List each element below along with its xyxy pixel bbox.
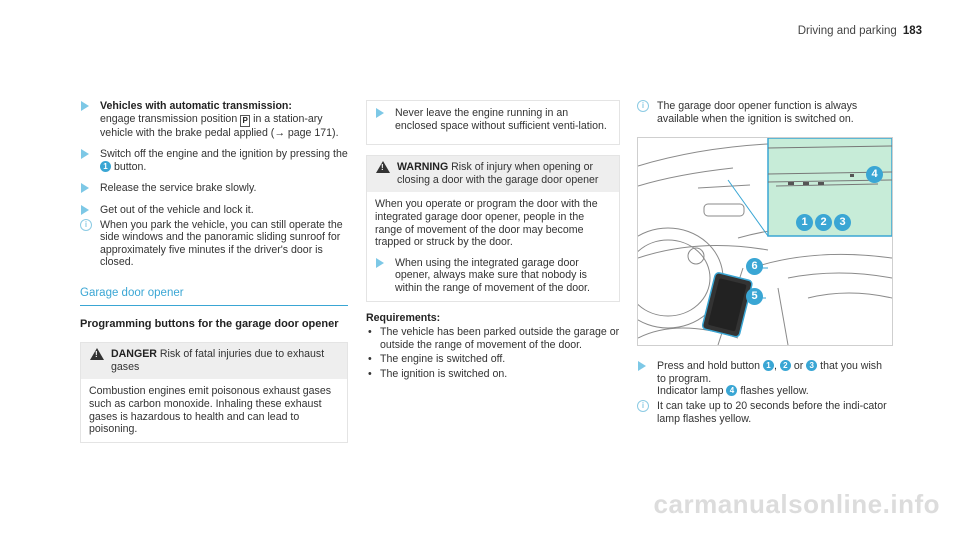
callout-6: 6: [746, 258, 763, 276]
danger-box: ! DANGER Risk of fatal injuries due to e…: [80, 342, 348, 443]
interior-illustration: [638, 138, 892, 346]
step-text: Get out of the vehicle and lock it.: [100, 203, 254, 216]
warning-header: ! WARNING Risk of injury when opening or…: [367, 156, 619, 193]
danger-header: ! DANGER Risk of fatal injuries due to e…: [81, 343, 347, 380]
callout-2: 2: [815, 214, 832, 232]
warning-label: WARNING: [397, 161, 449, 174]
step-text: or: [790, 360, 807, 373]
step-item: Switch off the engine and the ignition b…: [80, 148, 348, 173]
note-text: The garage door opener function is alway…: [657, 100, 858, 125]
note-text: When you park the vehicle, you can still…: [100, 218, 343, 269]
step-arrow-icon: [376, 257, 384, 268]
list-item: The ignition is switched on.: [366, 368, 620, 381]
column-left: Vehicles with automatic transmission: en…: [80, 100, 348, 443]
step-text: Indicator lamp: [657, 385, 727, 398]
step-text: that you wish to program.: [657, 360, 882, 385]
step-text: ,: [774, 360, 780, 373]
step-arrow-icon: [81, 183, 89, 194]
warning-text: When you operate or program the door wit…: [375, 198, 598, 249]
step-text: Switch off the engine and the ignition b…: [100, 148, 348, 161]
note-item: i When you park the vehicle, you can sti…: [80, 218, 348, 269]
step-item: Vehicles with automatic transmission: en…: [80, 100, 348, 139]
step-text: engage transmission position: [100, 112, 241, 125]
step-arrow-icon: [81, 101, 89, 111]
step-item: Press and hold button 1, 2 or 3 that you…: [637, 360, 891, 398]
callout-number: 1: [763, 360, 775, 372]
danger-label: DANGER: [111, 348, 157, 361]
step-text: in a station-ary vehicle with the brake …: [100, 112, 339, 139]
danger-heading: Risk of fatal injuries due to exhaust ga…: [111, 348, 325, 373]
page-header: Driving and parking 183: [798, 25, 922, 38]
note-text: It can take up to 20 seconds before the …: [657, 399, 887, 425]
list-item: The engine is switched off.: [366, 353, 620, 366]
step-arrow-icon: [376, 108, 384, 118]
gear-p-icon: P: [240, 114, 251, 127]
column-middle: Never leave the engine running in an enc…: [366, 100, 620, 383]
info-icon: i: [637, 100, 649, 112]
step-arrow-icon: [638, 361, 646, 372]
requirements-title: Requirements:: [366, 311, 441, 324]
sub-title: Programming buttons for the garage door …: [80, 317, 339, 330]
callout-number: 3: [806, 360, 818, 372]
step-arrow-icon: [81, 149, 89, 160]
callout-4: 4: [866, 166, 883, 184]
warning-body: When you operate or program the door wit…: [367, 192, 619, 300]
step-text: Never leave the engine running in an enc…: [395, 107, 607, 132]
note-item: i It can take up to 20 seconds before th…: [637, 399, 891, 425]
callout-number: 1: [100, 160, 111, 172]
step-text: Press and hold button: [657, 360, 764, 373]
callout-number: 4: [726, 385, 738, 397]
step-bold: Vehicles with automatic transmission:: [100, 100, 292, 112]
step-item: When using the integrated garage door op…: [375, 257, 611, 295]
section-name: Driving and parking: [797, 25, 897, 37]
callout-3: 3: [834, 214, 851, 232]
callout-1: 1: [796, 214, 813, 232]
danger-body: Combustion engines emit poisonous exhaus…: [89, 385, 332, 436]
callout-5: 5: [746, 288, 763, 306]
step-item: Never leave the engine running in an enc…: [375, 107, 611, 132]
step-text: When using the integrated garage door op…: [395, 256, 590, 294]
warning-box: ! WARNING Risk of injury when opening or…: [366, 155, 620, 302]
column-right: i The garage door opener function is alw…: [637, 100, 893, 434]
note-item: i The garage door opener function is alw…: [637, 100, 891, 125]
step-text: Release the service brake slowly.: [100, 182, 257, 195]
section-title: Garage door opener: [80, 287, 348, 306]
watermark: carmanualsonline.info: [653, 489, 940, 519]
warning-heading: Risk of injury when opening or closing a…: [397, 161, 599, 186]
step-text: button.: [111, 160, 147, 173]
step-text: flashes yellow.: [737, 385, 809, 398]
page-number: 183: [902, 25, 922, 37]
step-item: Release the service brake slowly.: [80, 182, 348, 195]
warning-triangle-icon: !: [376, 161, 390, 174]
garage-opener-figure: 1 2 3 4 5 6: [637, 137, 893, 347]
step-arrow-icon: [81, 204, 89, 215]
step-box: Never leave the engine running in an enc…: [366, 100, 620, 146]
info-icon: i: [80, 218, 92, 231]
requirements-list: The vehicle has been parked outside the …: [366, 326, 620, 380]
callout-number: 2: [779, 360, 791, 372]
step-item: Get out of the vehicle and lock it.: [80, 204, 348, 217]
info-icon: i: [637, 399, 649, 412]
list-item: The vehicle has been parked outside the …: [366, 326, 620, 351]
warning-triangle-icon: !: [90, 348, 104, 361]
